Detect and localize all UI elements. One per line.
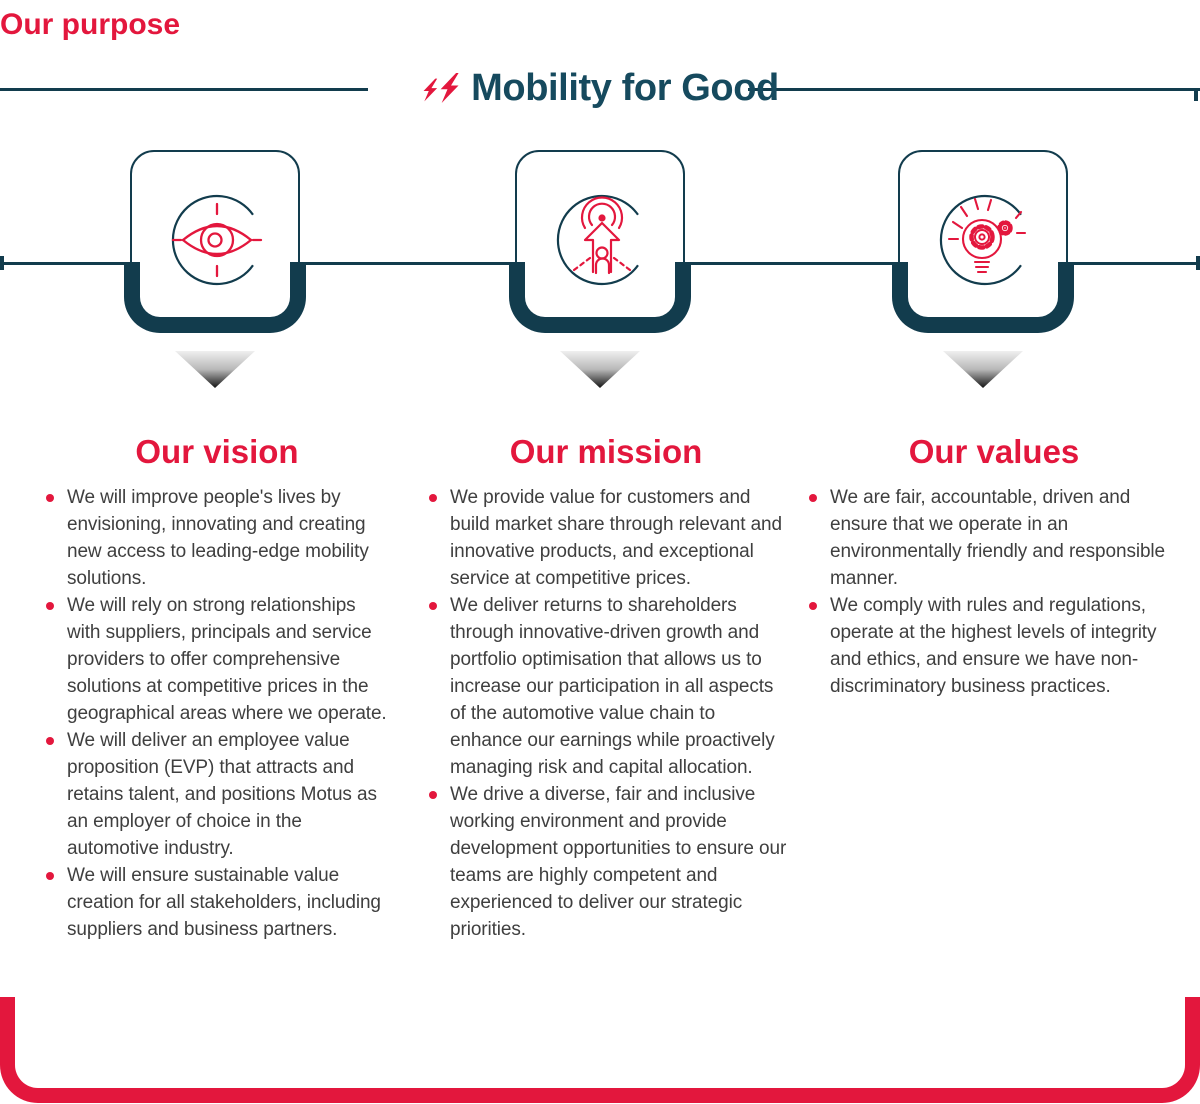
open-circle-icon xyxy=(556,194,639,286)
values-column: Our values We are fair, accountable, dri… xyxy=(805,432,1183,700)
header-line-left xyxy=(0,88,368,91)
bullet-item: We will ensure sustainable value creatio… xyxy=(42,862,392,943)
bullet-item: We deliver returns to shareholders throu… xyxy=(425,592,787,781)
mission-heading: Our mission xyxy=(509,433,703,470)
bullet-item: We provide value for customers and build… xyxy=(425,484,787,592)
vision-heading: Our vision xyxy=(135,433,299,470)
page-eyebrow: Our purpose xyxy=(0,8,181,41)
bullet-item: We will rely on strong relationships wit… xyxy=(42,592,392,727)
double-bolt-icon xyxy=(423,73,459,103)
open-circle-icon xyxy=(939,194,1022,286)
mission-card xyxy=(509,150,691,333)
down-arrow-pointer xyxy=(175,351,255,388)
mission-column: Our mission We provide value for custome… xyxy=(425,432,787,943)
bullet-item: We comply with rules and regulations, op… xyxy=(805,592,1183,700)
mission-bullet-list: We provide value for customers and build… xyxy=(425,484,787,943)
connector-line-right-tick xyxy=(1196,256,1200,270)
values-bullet-list: We are fair, accountable, driven and ens… xyxy=(805,484,1183,700)
down-arrow-pointer xyxy=(943,351,1023,388)
mission-card-frame xyxy=(509,262,691,333)
lightbulb-gears-icon xyxy=(939,194,1027,286)
down-arrow-pointer xyxy=(560,351,640,388)
page-title-row: Mobility for Good xyxy=(0,60,1200,116)
vision-card xyxy=(124,150,306,333)
values-heading: Our values xyxy=(908,433,1080,470)
values-card xyxy=(892,150,1074,333)
eye-target-icon xyxy=(171,194,263,286)
header-line-end-tick xyxy=(1194,88,1198,101)
values-card-frame xyxy=(892,262,1074,333)
vision-card-frame xyxy=(124,262,306,333)
vision-column: Our vision We will improve people's live… xyxy=(42,432,392,943)
bullet-item: We will improve people's lives by envisi… xyxy=(42,484,392,592)
header-line-right xyxy=(748,88,1200,91)
vision-bullet-list: We will improve people's lives by envisi… xyxy=(42,484,392,943)
bullet-item: We will deliver an employee value propos… xyxy=(42,727,392,862)
person-goal-icon xyxy=(556,194,639,286)
bottom-border-frame xyxy=(0,997,1200,1103)
page-title: Mobility for Good xyxy=(471,66,779,109)
bullet-item: We are fair, accountable, driven and ens… xyxy=(805,484,1183,592)
connector-line-left-tick xyxy=(0,256,4,270)
bullet-item: We drive a diverse, fair and inclusive w… xyxy=(425,781,787,943)
